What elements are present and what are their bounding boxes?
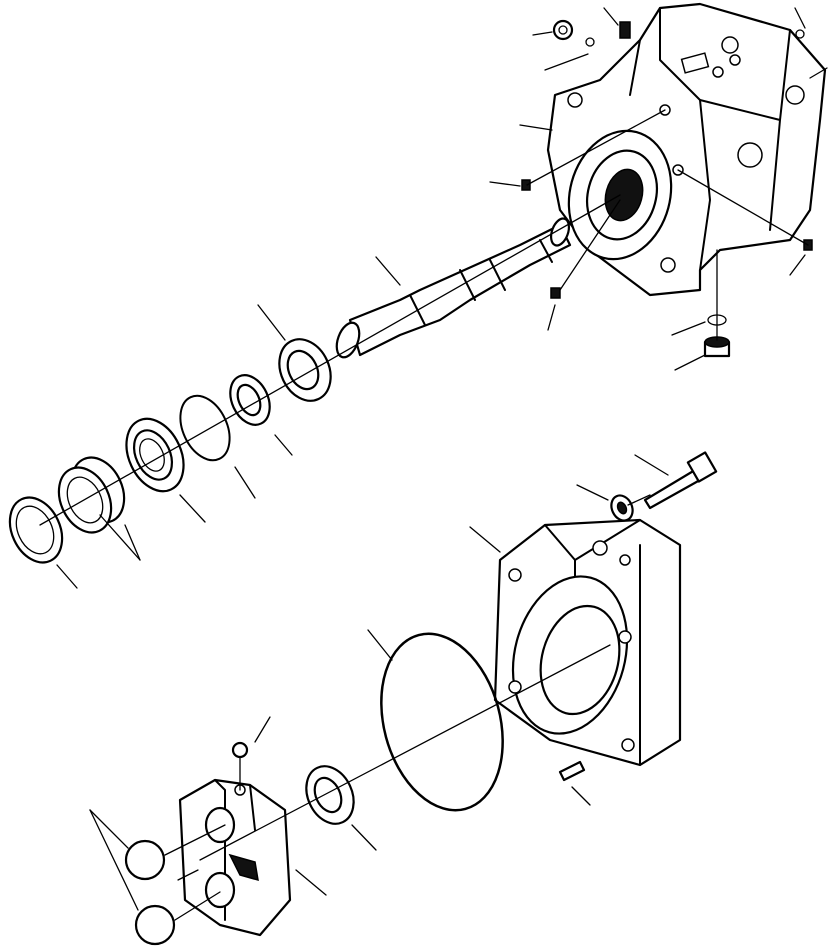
mounting-bolt-left-lower bbox=[550, 287, 561, 299]
mounting-bolt-left-upper bbox=[521, 179, 531, 191]
end-cover bbox=[493, 518, 682, 767]
drive-shaft bbox=[335, 217, 572, 359]
dowel-pin bbox=[558, 760, 586, 782]
assembly-centerlines bbox=[39, 109, 809, 921]
ref-circle-lower bbox=[134, 904, 176, 946]
cover-washer bbox=[610, 494, 634, 522]
spacer-ring bbox=[229, 374, 271, 426]
o-ring-small bbox=[179, 394, 231, 462]
housing-plug-bottom bbox=[703, 314, 731, 358]
cover-bolt bbox=[643, 451, 718, 510]
snap-ring bbox=[8, 496, 64, 564]
valve-block bbox=[178, 778, 292, 937]
shaft-bearing bbox=[278, 338, 332, 402]
leader-lines bbox=[56, 7, 828, 911]
ref-circle-upper bbox=[124, 839, 166, 881]
valve-ball bbox=[231, 741, 249, 759]
seal-assembly bbox=[125, 417, 185, 493]
pump-housing bbox=[546, 2, 827, 297]
o-ring-large bbox=[380, 632, 504, 812]
inner-bearing bbox=[305, 765, 355, 825]
housing-plug-top bbox=[552, 19, 805, 47]
